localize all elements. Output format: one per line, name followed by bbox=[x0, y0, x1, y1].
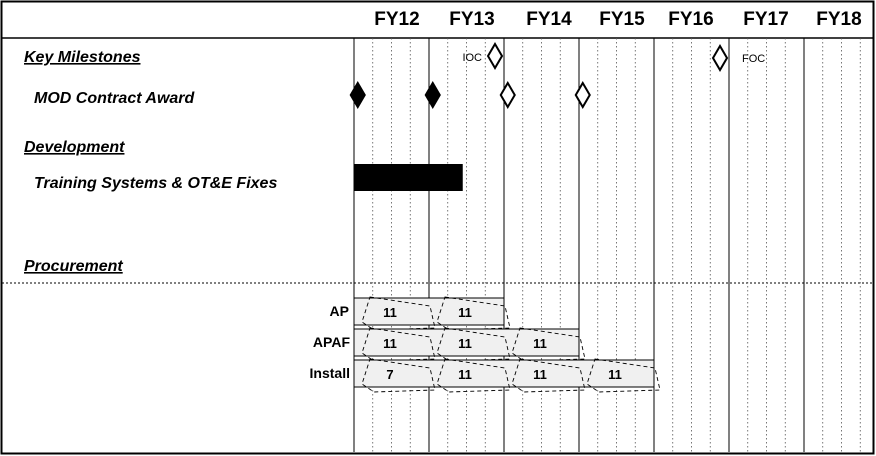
item-mod-contract-award: MOD Contract Award bbox=[34, 90, 196, 107]
fy-header: FY15 bbox=[599, 9, 645, 30]
fy-header: FY12 bbox=[374, 9, 419, 30]
schedule-marks: 11 11 11 11 11 7 11 11 11 bbox=[349, 42, 729, 393]
ioc-label: IOC bbox=[462, 52, 482, 64]
procurement-lot-quantity: 7 bbox=[386, 367, 393, 382]
procurement-bar bbox=[353, 328, 580, 357]
procurement-lot-outline bbox=[511, 358, 586, 393]
procurement-lot-quantity: 11 bbox=[383, 305, 397, 320]
foc-label: FOC bbox=[742, 53, 765, 65]
foc-milestone-diamond bbox=[711, 44, 729, 72]
procurement-lot-quantity: 11 bbox=[608, 367, 622, 382]
section-procurement: Procurement bbox=[24, 258, 123, 275]
contract-award-diamond bbox=[499, 81, 516, 109]
procurement-lot-quantity: 11 bbox=[533, 367, 547, 382]
procurement-lot-quantity: 11 bbox=[458, 336, 472, 351]
procurement-lot-outline bbox=[436, 358, 511, 393]
fy-header: FY16 bbox=[668, 9, 713, 30]
item-training-systems: Training Systems & OT&E Fixes bbox=[34, 175, 277, 192]
section-development: Development bbox=[24, 139, 125, 156]
proc-row-label-ap: AP bbox=[330, 303, 349, 319]
contract-award-diamond bbox=[574, 81, 591, 109]
contract-award-diamond bbox=[349, 81, 366, 109]
development-bar bbox=[354, 164, 463, 191]
fy-header: FY17 bbox=[743, 9, 788, 30]
procurement-lot-quantity: 11 bbox=[533, 336, 547, 351]
proc-row-label-install: Install bbox=[310, 365, 350, 381]
proc-row-label-apaf: APAF bbox=[313, 334, 351, 350]
procurement-bar bbox=[353, 359, 655, 388]
fy-header: FY18 bbox=[816, 9, 861, 30]
procurement-lot-quantity: 11 bbox=[458, 305, 472, 320]
procurement-lot-outline bbox=[586, 358, 661, 393]
section-key-milestones: Key Milestones bbox=[24, 49, 141, 66]
procurement-bar bbox=[353, 297, 505, 326]
procurement-lot-outline bbox=[361, 358, 436, 393]
contract-award-diamond bbox=[424, 81, 441, 109]
ioc-milestone-diamond bbox=[486, 42, 504, 70]
fy-header: FY13 bbox=[449, 9, 494, 30]
fy-header: FY14 bbox=[526, 9, 572, 30]
fiscal-year-headers: FY12 FY13 FY14 FY15 FY16 FY17 FY18 bbox=[374, 9, 861, 30]
procurement-lot-quantity: 11 bbox=[383, 336, 397, 351]
procurement-lot-quantity: 11 bbox=[458, 367, 472, 382]
